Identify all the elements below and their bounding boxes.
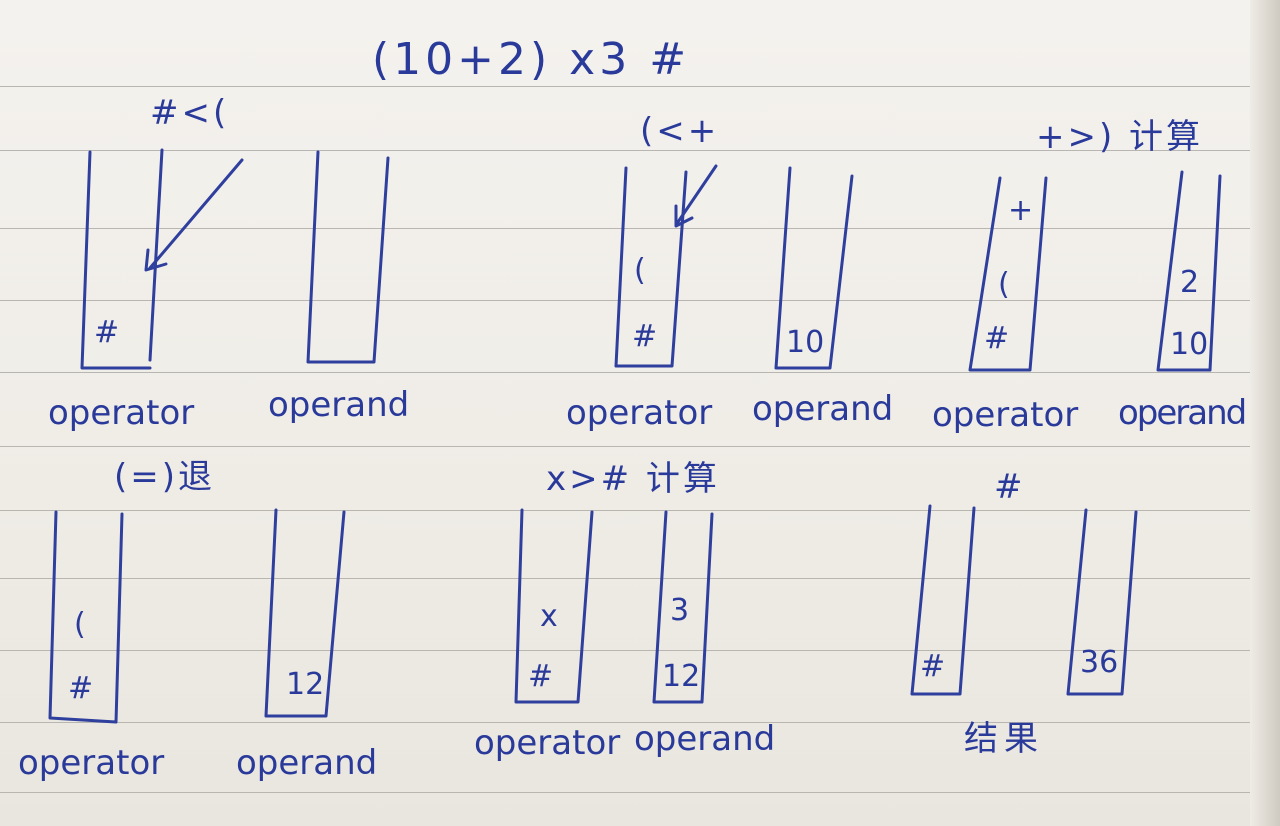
operator-stack-item: x bbox=[540, 599, 558, 634]
stack-outline bbox=[306, 150, 390, 364]
operator-label: operator bbox=[932, 395, 1079, 435]
panel-1-note: #<( bbox=[150, 93, 230, 133]
operator-label: operator bbox=[18, 743, 165, 783]
page-edge-shadow bbox=[1250, 0, 1280, 826]
panel-5-note: x># 计算 bbox=[546, 459, 720, 499]
operator-stack-item: ( bbox=[998, 267, 1010, 302]
push-arrow bbox=[676, 164, 718, 224]
operator-stack-item: ( bbox=[74, 607, 86, 642]
panel-3-note: +>) 计算 bbox=[1036, 117, 1204, 157]
operand-label: operand bbox=[1118, 393, 1247, 433]
operand-label: operand bbox=[634, 719, 776, 759]
ruled-line bbox=[0, 510, 1280, 511]
operand-stack-item: 10 bbox=[786, 325, 825, 360]
stack-outline bbox=[1156, 170, 1222, 372]
operand-label: operand bbox=[236, 743, 378, 783]
ruled-line bbox=[0, 228, 1280, 229]
operator-stack-item: # bbox=[528, 659, 554, 694]
panel-4-note: (=)退 bbox=[114, 457, 216, 497]
stack-outline bbox=[514, 508, 594, 704]
stack-outline bbox=[264, 508, 346, 718]
stack-outline bbox=[80, 150, 152, 370]
operator-stack-item: + bbox=[1008, 193, 1034, 228]
operand-stack-item: 10 bbox=[1170, 327, 1209, 362]
ruled-line bbox=[0, 300, 1280, 301]
result-label: 结果 bbox=[964, 719, 1044, 759]
ruled-line bbox=[0, 722, 1280, 723]
ruled-line bbox=[0, 446, 1280, 447]
push-arrow bbox=[148, 158, 244, 270]
push-arrow-head bbox=[144, 248, 168, 272]
ruled-line bbox=[0, 86, 1280, 87]
operator-stack-item: ( bbox=[634, 253, 646, 288]
operator-stack-item: # bbox=[94, 315, 120, 350]
ruled-line bbox=[0, 578, 1280, 579]
ruled-line bbox=[0, 650, 1280, 651]
operand-label: operand bbox=[268, 385, 410, 425]
stack-outline bbox=[774, 166, 854, 370]
ruled-line bbox=[0, 372, 1280, 373]
operator-label: operator bbox=[474, 723, 621, 763]
operator-label: operator bbox=[48, 393, 195, 433]
stack-outline bbox=[910, 504, 976, 696]
operator-label: operator bbox=[566, 393, 713, 433]
operand-stack-item: 12 bbox=[662, 659, 701, 694]
panel-2-note: (<+ bbox=[640, 111, 720, 151]
ruled-line bbox=[0, 792, 1280, 793]
stack-outline bbox=[1066, 508, 1138, 696]
operand-stack-item: 36 bbox=[1080, 645, 1119, 680]
ruled-line bbox=[0, 150, 1280, 151]
operand-label: operand bbox=[752, 389, 894, 429]
stack-outline bbox=[148, 148, 164, 362]
push-arrow-head bbox=[674, 204, 694, 228]
operand-stack-item: 2 bbox=[1180, 265, 1200, 300]
operand-stack-item: 3 bbox=[670, 593, 690, 628]
expression-title: (10+2) x3 # bbox=[372, 34, 691, 85]
stack-outline bbox=[968, 176, 1048, 372]
operator-stack-item: # bbox=[632, 319, 658, 354]
operand-stack-item: 12 bbox=[286, 667, 325, 702]
operator-stack-item: # bbox=[920, 649, 946, 684]
stack-outline bbox=[652, 510, 714, 704]
panel-6-note: # bbox=[994, 467, 1026, 507]
stack-outline bbox=[48, 510, 124, 724]
operator-stack-item: # bbox=[984, 321, 1010, 356]
stack-outline bbox=[614, 166, 688, 368]
operator-stack-item: # bbox=[68, 671, 94, 706]
